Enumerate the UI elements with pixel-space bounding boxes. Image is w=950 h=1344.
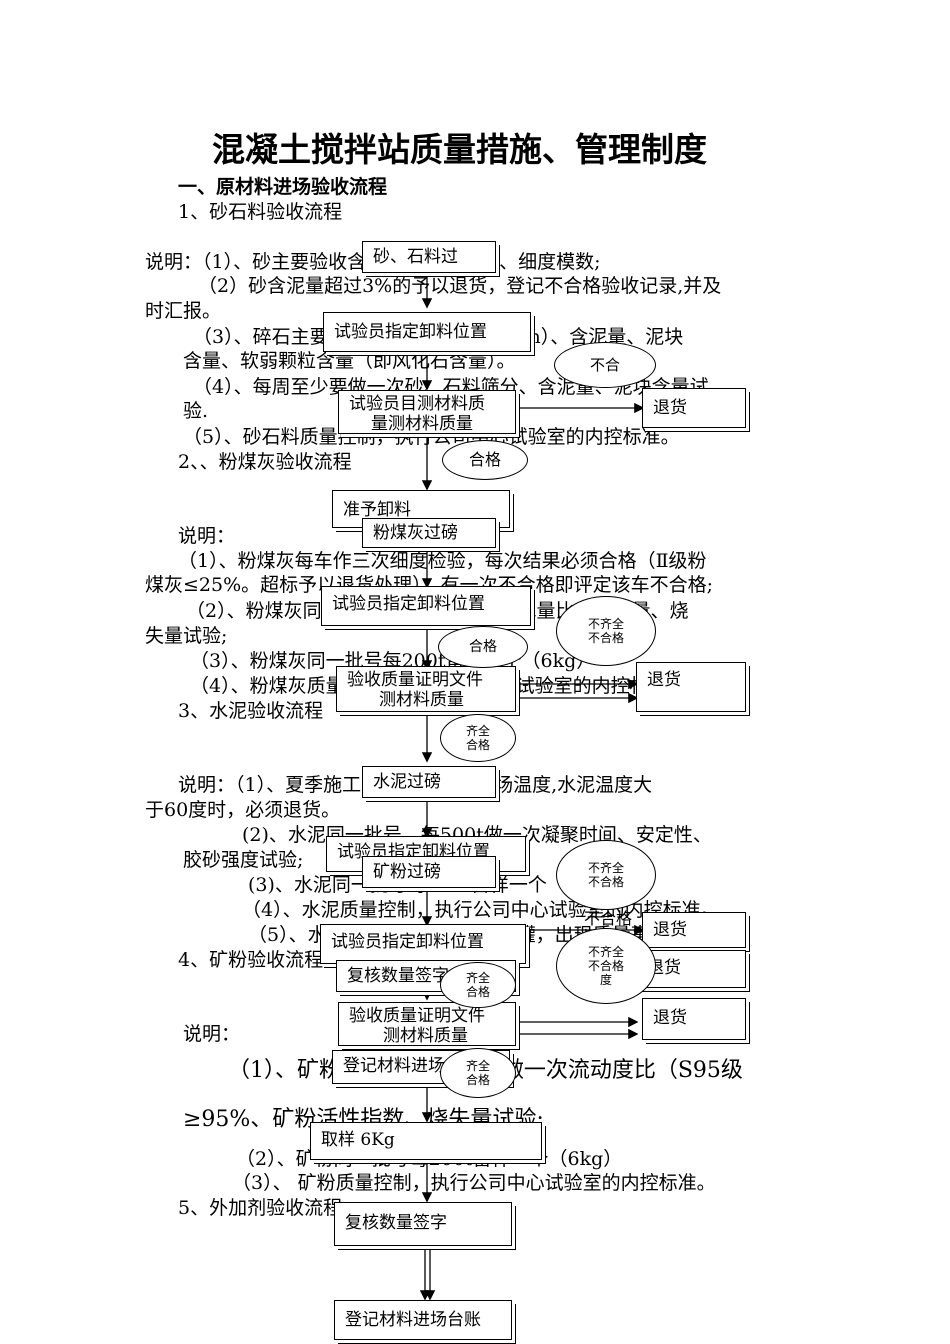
slag-note-0: 说明：: [183, 1023, 241, 1045]
slag-complete-a: 齐全: [465, 1059, 490, 1073]
section-heading: 一、原材料进场验收流程: [178, 176, 388, 198]
flyash-docs-label-b: 测材料质量: [379, 690, 464, 710]
sand-note-2: （2）砂含泥量超过3%的予以退货，登记不合格验收记录,并及: [198, 275, 722, 297]
sand-note-5: （5）、砂石料质量控制，执行公司中心试验室的内控标准。: [183, 426, 680, 448]
cement-return-box: 退货: [642, 912, 746, 948]
flyash-complete-bubble: 齐全 合格: [440, 714, 516, 762]
cement-incomplete-bubble: 不齐全 不合格: [556, 840, 656, 910]
flyash-note-0: 说明：: [178, 525, 236, 547]
slag-complete-b: 合格: [465, 1073, 490, 1087]
slag-complete-bubble: 齐全 合格: [440, 1048, 516, 1098]
flyash-complete-a: 齐全: [465, 724, 490, 738]
slag-docs-label: 验收质量证明文件: [349, 1006, 485, 1026]
sand-inspect-box: 试验员目测材料质 量测材料质量: [338, 390, 516, 434]
sub-heading-admixture: 5、外加剂验收流程: [178, 1197, 343, 1219]
ledger2-box: 登记材料进场台账: [334, 1300, 512, 1340]
sand-weigh-box: 砂、石料过: [362, 241, 496, 273]
flyash-note-2b: 失量试验;: [145, 625, 228, 647]
flyash-weigh-box: 粉煤灰过磅: [362, 518, 496, 548]
slag-weigh-box: 矿粉过磅: [362, 856, 496, 888]
cement-complete-b: 合格: [465, 985, 490, 999]
slag-incomplete-bubble: 不齐全 不合格 度: [556, 928, 656, 1004]
flyash-incomplete-b: 不合格: [587, 631, 624, 645]
sample-box: 取样 6Kg: [310, 1122, 542, 1160]
sand-return-box: 退货: [642, 388, 746, 428]
slag-note-3: （3）、 矿粉质量控制，执行公司中心试验室的内控标准。: [232, 1172, 716, 1194]
sand-assign-box: 试验员指定卸料位置: [323, 312, 531, 352]
recheck2-box: 复核数量签字: [334, 1202, 512, 1246]
slag-incomplete-c: 度: [599, 973, 612, 987]
overlap-fail-text: 不合格: [584, 909, 633, 928]
flyash-docs-label: 验收质量证明文件: [347, 670, 483, 690]
cement-complete-a: 齐全: [465, 971, 490, 985]
cement-incomplete-a: 不齐全: [587, 861, 624, 875]
flyash-incomplete-a: 不齐全: [587, 617, 624, 631]
slag-incomplete-b: 不合格: [587, 959, 624, 973]
slag-incomplete-a: 不齐全: [587, 945, 624, 959]
sand-inspect-label: 试验员目测材料质: [349, 394, 485, 414]
sand-note-3b: 含量、软弱颗粒含量（即风化石含量）。: [183, 350, 516, 372]
sub-heading-cement: 3、水泥验收流程: [178, 700, 324, 722]
flyash-assign-box: 试验员指定卸料位置: [321, 586, 531, 626]
slag-assign-box: 试验员指定卸料位置: [320, 924, 526, 964]
sand-note-2b: 时汇报。: [145, 300, 222, 322]
flyash-pass-bubble: 合格: [438, 626, 528, 668]
flyash-return-box: 退货: [636, 662, 746, 712]
flyash-complete-b: 合格: [465, 738, 490, 752]
sand-fail-bubble: 不合: [554, 342, 656, 388]
cement-note-1b: 于60度时，必须退货。: [145, 799, 341, 821]
cement-complete-bubble: 齐全 合格: [440, 962, 516, 1008]
cement-weigh-box: 水泥过磅: [362, 766, 496, 798]
sub-heading-flyash: 2、、粉煤灰验收流程: [178, 451, 352, 473]
flyash-note-1: （1）、粉煤灰每车作三次细度检验，每次结果必须合格（Ⅱ级粉: [178, 550, 707, 572]
slag-docs-box: 验收质量证明文件 测材料质量: [338, 1002, 516, 1046]
slag-docs-label-b: 测材料质量: [383, 1026, 468, 1046]
page-title: 混凝土搅拌站质量措施、管理制度: [212, 130, 707, 169]
sand-inspect-label-b: 量测材料质量: [371, 414, 473, 434]
slag-return-box: 退货: [642, 998, 746, 1040]
sand-pass-bubble: 合格: [442, 440, 528, 480]
sub-heading-slag: 4、矿粉验收流程: [178, 949, 324, 971]
cement-incomplete-b: 不合格: [587, 875, 624, 889]
flyash-incomplete-bubble: 不齐全 不合格: [556, 596, 656, 666]
flyash-docs-box: 验收质量证明文件 测材料质量: [336, 666, 516, 712]
sub-heading-sand: 1、砂石料验收流程: [178, 201, 343, 223]
cement-note-2b: 胶砂强度试验;: [183, 849, 304, 871]
sand-note-4b: 验.: [183, 400, 209, 422]
